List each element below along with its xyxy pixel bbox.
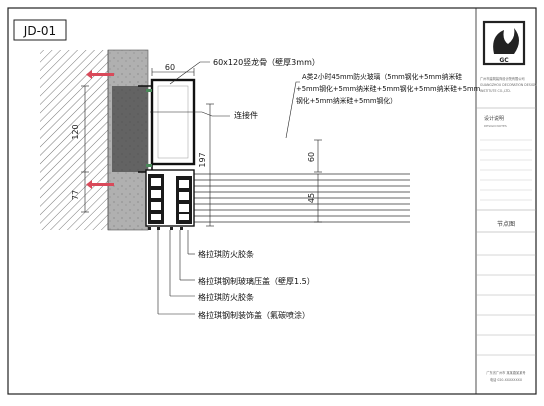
sheet-code-box [13, 19, 67, 41]
leader-end-marks [148, 227, 183, 230]
label-glass-1: A类2小时45mm防火玻璃（5mm钢化+5mm纳米硅 [302, 72, 462, 81]
company-logo-text: GC [499, 57, 509, 64]
glazing-profile [145, 169, 195, 227]
label-gasket-2: 格拉琪防火胶条 [198, 292, 254, 302]
design-note-sub: DESIGN NOTES [484, 124, 507, 128]
callout-leaders [150, 61, 300, 315]
right-dimensions [314, 139, 322, 223]
design-note-label: 设计说明 [484, 115, 504, 122]
company-line-1: 广州市建筑装饰设计院有限公司 [480, 76, 525, 81]
embedded-plate [112, 86, 148, 172]
company-line-3: INSTITUTE CO.,LTD. [480, 89, 511, 93]
fire-glass [194, 173, 410, 223]
company-logo-icon [493, 28, 519, 54]
footer-line-2: 电话 020-XXXXXXXX [490, 377, 523, 382]
dim-120: 120 [71, 124, 80, 139]
label-glass-3: 钢化+5mm纳米硅+5mm钢化） [296, 96, 397, 105]
dim-77: 77 [71, 190, 80, 200]
label-cover-cap: 格拉琪钢制装饰盖（氟碳喷涂） [198, 310, 310, 320]
drawing-name: 节点图 [497, 220, 515, 228]
label-connector: 连接件 [234, 110, 258, 120]
footer-line-1: 广东省广州市 某某路某某号 [486, 370, 525, 375]
top-dimension [151, 68, 195, 76]
company-logo-frame [482, 20, 526, 66]
dim-60-top: 60 [165, 63, 175, 72]
dim-60-right: 60 [307, 152, 316, 162]
label-glass-2: +5mm钢化+5mm纳米硅+5mm钢化+5mm纳米硅+5mm [296, 84, 481, 93]
steel-mullion [150, 78, 196, 166]
dim-197: 197 [198, 152, 207, 167]
label-gasket-1: 格拉琪防火胶条 [198, 249, 254, 259]
label-mullion: 60x120竖龙骨（壁厚3mm） [213, 57, 320, 67]
dimension-197 [206, 103, 214, 227]
sheet-border [7, 7, 537, 395]
left-dimension-chain [81, 85, 89, 213]
title-block: GC 广州市建筑装饰设计院有限公司 GUANGZHOU DECORATION D… [476, 20, 537, 382]
sheet-code: JD-01 [23, 24, 56, 38]
company-line-2: GUANGZHOU DECORATION DESIGN [480, 83, 537, 87]
anchor-bolts [86, 70, 114, 189]
label-pressure-cap: 格拉琪钢制玻璃压盖（壁厚1.5） [198, 276, 315, 286]
dim-45: 45 [307, 193, 316, 203]
